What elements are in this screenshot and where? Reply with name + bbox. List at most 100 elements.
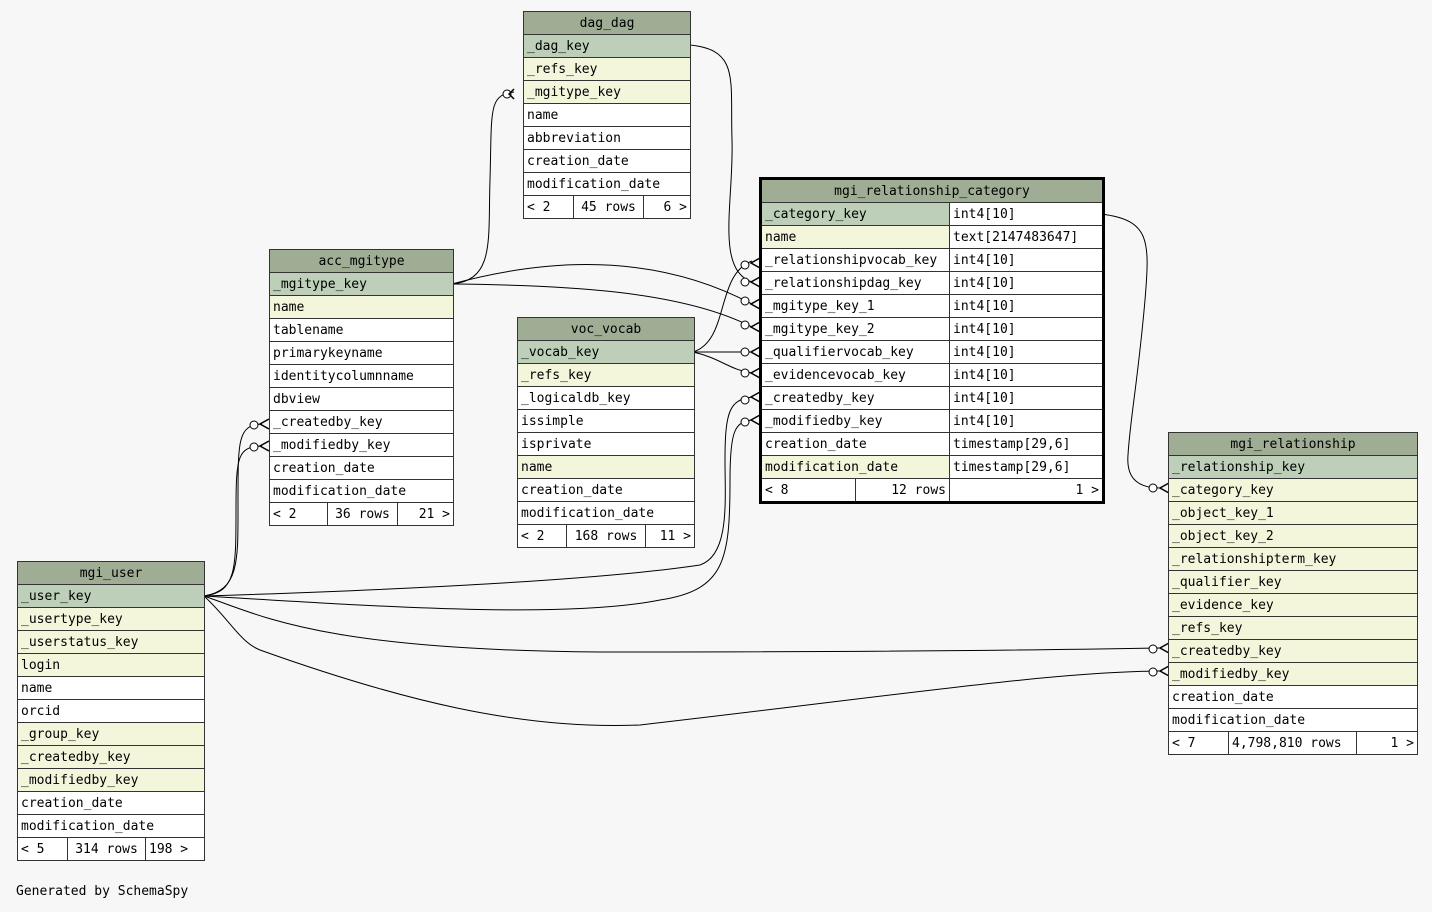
column-row[interactable]: _refs_key	[1168, 616, 1418, 640]
table-title[interactable]: voc_vocab	[516, 317, 696, 341]
children-count[interactable]: 1 >	[1356, 731, 1418, 755]
column-row[interactable]: name	[269, 295, 454, 319]
column-name[interactable]: _relationshipterm_key	[1168, 547, 1418, 571]
column-row[interactable]: _group_key	[16, 722, 206, 746]
column-name[interactable]: creation_date	[522, 149, 692, 173]
column-name[interactable]: login	[16, 653, 206, 677]
column-name[interactable]: _vocab_key	[516, 340, 696, 364]
column-name[interactable]: creation_date	[760, 432, 950, 456]
column-name[interactable]: _mgitype_key	[522, 80, 692, 104]
column-name[interactable]: isprivate	[516, 432, 696, 456]
column-name[interactable]: _createdby_key	[16, 745, 206, 769]
column-name[interactable]: dbview	[269, 387, 454, 411]
column-row[interactable]: _createdby_key	[269, 410, 454, 434]
column-name[interactable]: _mgitype_key	[269, 272, 454, 296]
column-row[interactable]: orcid	[16, 699, 206, 723]
column-row[interactable]: modification_date	[516, 501, 696, 525]
column-name[interactable]: _category_key	[760, 202, 950, 226]
column-name[interactable]: name	[516, 455, 696, 479]
column-row[interactable]: _createdby_key	[1168, 639, 1418, 663]
column-row[interactable]: name	[522, 103, 692, 127]
column-row[interactable]: creation_date	[522, 149, 692, 173]
parents-count[interactable]: < 8	[760, 478, 856, 503]
table-title[interactable]: mgi_user	[16, 561, 206, 585]
column-name[interactable]: creation_date	[516, 478, 696, 502]
column-row[interactable]: isprivate	[516, 432, 696, 456]
column-name[interactable]: name	[760, 225, 950, 249]
table-title[interactable]: mgi_relationship_category	[759, 178, 1105, 203]
column-name[interactable]: name	[16, 676, 206, 700]
table-mgi-relationship[interactable]: mgi_relationship _relationship_key_categ…	[1168, 432, 1418, 755]
column-name[interactable]: _logicaldb_key	[516, 386, 696, 410]
column-name[interactable]: modification_date	[522, 172, 692, 196]
table-title[interactable]: dag_dag	[522, 11, 692, 35]
column-row[interactable]: _logicaldb_key	[516, 386, 696, 410]
column-name[interactable]: _modifiedby_key	[1168, 662, 1418, 686]
column-row[interactable]: _userstatus_key	[16, 630, 206, 654]
column-name[interactable]: name	[269, 295, 454, 319]
column-row[interactable]: name	[516, 455, 696, 479]
parents-count[interactable]: < 5	[17, 837, 68, 861]
column-name[interactable]: modification_date	[1168, 708, 1418, 732]
column-row[interactable]: _refs_key	[522, 57, 692, 81]
column-row[interactable]: _mgitype_key	[522, 80, 692, 104]
column-row[interactable]: creation_date	[269, 456, 454, 480]
column-row[interactable]: _modifiedby_key	[1168, 662, 1418, 686]
children-count[interactable]: 11 >	[644, 524, 696, 548]
column-row[interactable]: _modifiedby_key	[269, 433, 454, 457]
column-row[interactable]: _relationship_key	[1168, 455, 1418, 479]
parents-count[interactable]: < 2	[269, 502, 328, 526]
column-row[interactable]: modification_date	[16, 814, 206, 838]
parents-count[interactable]: < 7	[1168, 731, 1229, 755]
column-name[interactable]: _qualifier_key	[1168, 570, 1418, 594]
column-name[interactable]: modification_date	[16, 814, 206, 838]
column-row[interactable]: _mgitype_key	[269, 272, 454, 296]
column-name[interactable]: creation_date	[16, 791, 206, 815]
column-row[interactable]: login	[16, 653, 206, 677]
column-row[interactable]: dbview	[269, 387, 454, 411]
column-name[interactable]: _evidencevocab_key	[760, 363, 950, 387]
table-title[interactable]: acc_mgitype	[269, 249, 454, 273]
column-name[interactable]: _evidence_key	[1168, 593, 1418, 617]
column-name[interactable]: _modifiedby_key	[269, 433, 454, 457]
parents-count[interactable]: < 2	[523, 195, 574, 219]
column-name[interactable]: _dag_key	[522, 34, 692, 58]
column-name[interactable]: _relationshipvocab_key	[760, 248, 950, 272]
column-row[interactable]: _refs_key	[516, 363, 696, 387]
column-row[interactable]: modification_date	[522, 172, 692, 196]
children-count[interactable]: 1 >	[948, 478, 1105, 503]
column-row[interactable]: _dag_key	[522, 34, 692, 58]
children-count[interactable]: 6 >	[642, 195, 692, 219]
column-row[interactable]: _vocab_key	[516, 340, 696, 364]
column-name[interactable]: _createdby_key	[269, 410, 454, 434]
column-name[interactable]: _modifiedby_key	[16, 768, 206, 792]
column-row[interactable]: _evidence_key	[1168, 593, 1418, 617]
column-row[interactable]: _createdby_key	[16, 745, 206, 769]
column-row[interactable]: _object_key_2	[1168, 524, 1418, 548]
column-name[interactable]: modification_date	[269, 479, 454, 503]
column-row[interactable]: primarykeyname	[269, 341, 454, 365]
table-title[interactable]: mgi_relationship	[1168, 432, 1418, 456]
column-name[interactable]: abbreviation	[522, 126, 692, 150]
column-name[interactable]: _createdby_key	[760, 386, 950, 410]
column-row[interactable]: issimple	[516, 409, 696, 433]
column-row[interactable]: _object_key_1	[1168, 501, 1418, 525]
column-name[interactable]: _mgitype_key_2	[760, 317, 950, 341]
column-row[interactable]: creation_date	[16, 791, 206, 815]
column-name[interactable]: _createdby_key	[1168, 639, 1418, 663]
column-name[interactable]: tablename	[269, 318, 454, 342]
column-name[interactable]: modification_date	[760, 455, 950, 479]
column-name[interactable]: identitycolumnname	[269, 364, 454, 388]
